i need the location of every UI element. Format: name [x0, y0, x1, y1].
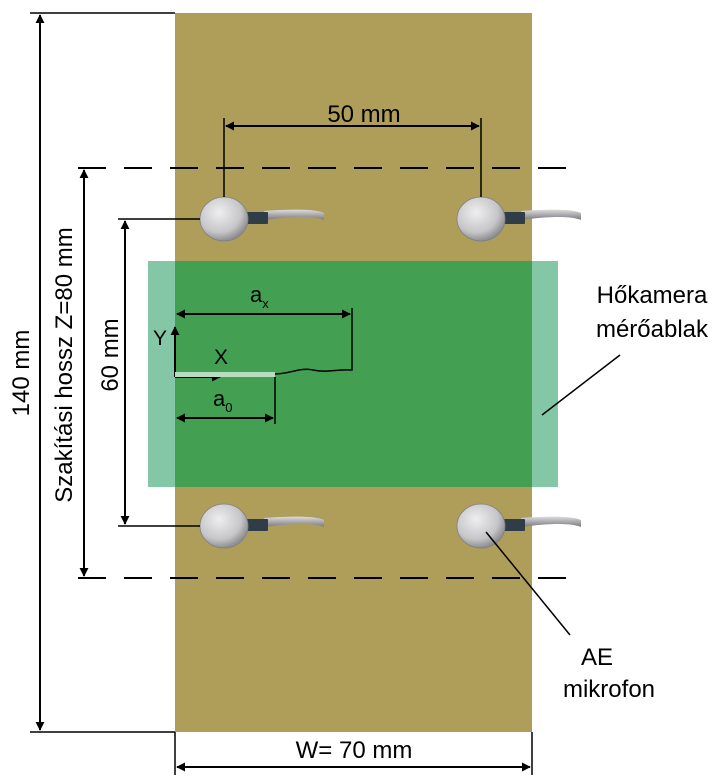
sensor-horizontal-label: 50 mm: [327, 101, 400, 128]
camera-window-label-1: Hőkamera: [597, 282, 708, 309]
axis-x-label: X: [214, 346, 228, 369]
camera-window-leader: [541, 354, 621, 416]
ax-label: ax: [250, 282, 269, 311]
camera-window-label-2: mérőablak: [596, 316, 709, 343]
crack-path: [274, 308, 353, 375]
sensor-vertical-label: 60 mm: [97, 318, 124, 391]
ae-label-1: AE: [581, 644, 613, 671]
axis-y-label: Y: [153, 327, 167, 350]
ae-leader: [485, 531, 571, 636]
height-total-label: 140 mm: [8, 330, 35, 417]
ae-label-2: mikrofon: [563, 676, 655, 703]
a0-label: a0: [213, 386, 232, 415]
gauge-length-label: Szakítási hossz Z=80 mm: [51, 227, 78, 502]
width-label: W= 70 mm: [296, 737, 413, 764]
initial-notch: [175, 372, 275, 377]
